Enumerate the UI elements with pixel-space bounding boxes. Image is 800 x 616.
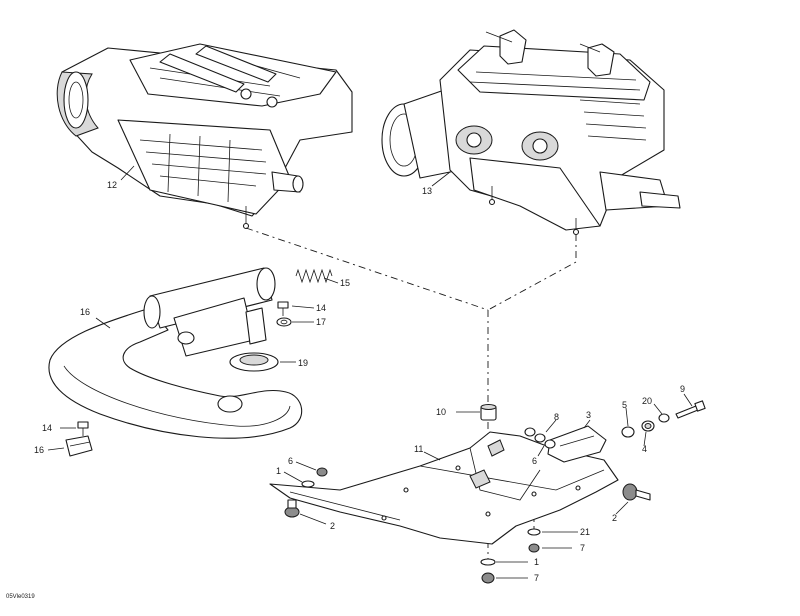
callout-9: 9 (680, 384, 685, 394)
callout-10: 10 (436, 407, 446, 417)
callout-17: 17 (316, 317, 326, 327)
callout-11: 11 (414, 444, 423, 454)
engine-right-assembly (381, 29, 681, 236)
callout-2-right: 2 (612, 513, 617, 523)
engine-left-assembly (56, 43, 353, 230)
small-parts-left (65, 268, 333, 457)
callout-16-bracket: 16 (34, 445, 44, 455)
callout-7-bottom: 7 (534, 573, 539, 583)
callout-12: 12 (107, 180, 117, 190)
callout-5: 5 (622, 400, 627, 410)
callout-8: 8 (554, 412, 559, 422)
engine-mount-plate (269, 425, 619, 545)
callout-20: 20 (642, 396, 652, 406)
callout-13: 13 (422, 186, 432, 196)
tuned-pipe-muffler (48, 267, 303, 439)
callout-2-left: 2 (330, 521, 335, 531)
callout-7-upper: 7 (580, 543, 585, 553)
callout-19: 19 (298, 358, 308, 368)
callout-16-muffler: 16 (80, 307, 90, 317)
drawing-reference-code: 05Vle0319 (6, 594, 35, 600)
callout-6-left: 6 (288, 456, 293, 466)
callout-14-lower: 14 (42, 423, 52, 433)
callout-1-left: 1 (276, 466, 281, 476)
callout-3: 3 (586, 410, 591, 420)
callout-21: 21 (580, 527, 590, 537)
leader-lines (47, 165, 693, 579)
callout-4: 4 (642, 444, 647, 454)
callout-15: 15 (340, 278, 350, 288)
callout-labels: 12 13 15 14 17 16 19 14 16 10 11 8 6 3 5… (34, 180, 685, 583)
small-parts-right (284, 400, 706, 584)
callout-1-bottom: 1 (534, 557, 539, 567)
callout-6-right: 6 (532, 456, 537, 466)
callout-14-top: 14 (316, 303, 326, 313)
